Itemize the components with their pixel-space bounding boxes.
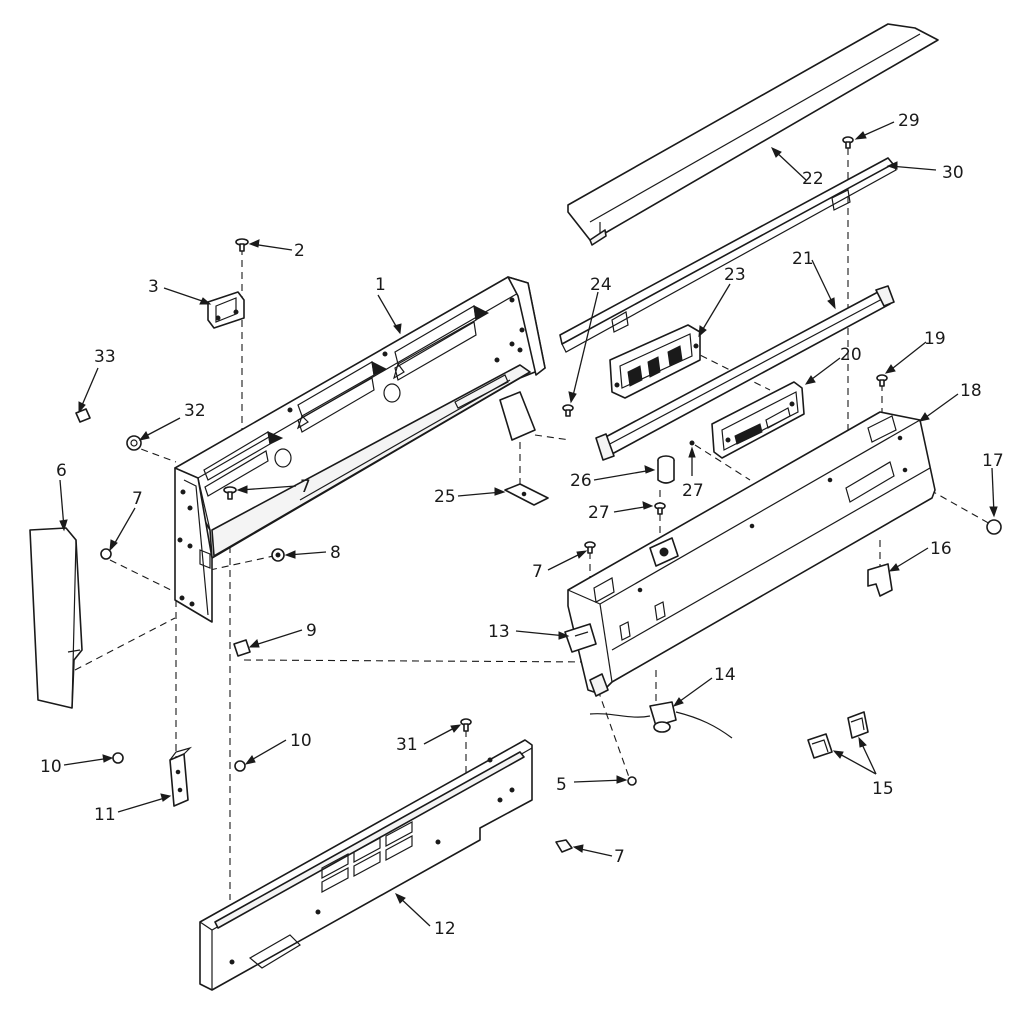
switches-part-15	[807, 711, 869, 759]
callout-16: 16	[930, 539, 952, 559]
bracket-part-3	[207, 291, 245, 329]
fluorescent-tube-part-21	[595, 285, 895, 461]
assembly-line-grommet-32	[129, 444, 177, 463]
callout-labels: 1 2 3 5 6 7 7 7 7 8 9 10 10 11 12 13 14 …	[40, 111, 1004, 939]
assembly-line-clip-9	[243, 659, 599, 663]
assembly-line-board-23	[689, 349, 771, 391]
callout-7-center: 7	[300, 477, 311, 497]
assembly-line-nut-8	[209, 554, 279, 571]
callout-8: 8	[330, 543, 341, 563]
callout-11: 11	[94, 805, 116, 825]
callout-26: 26	[570, 471, 592, 491]
callout-17: 17	[982, 451, 1004, 471]
callout-7-right: 7	[532, 562, 543, 582]
circuit-board-part-23	[609, 324, 701, 399]
callout-31: 31	[396, 735, 418, 755]
callout-24: 24	[590, 275, 612, 295]
clip-part-16	[867, 563, 893, 597]
assembly-line-knob-17	[929, 489, 993, 526]
assembly-line-screw-7-left	[109, 559, 176, 593]
leader-lines	[59, 121, 998, 927]
callout-13: 13	[488, 622, 510, 642]
callout-9: 9	[306, 621, 317, 641]
bracket-part-11	[169, 746, 193, 807]
callout-19: 19	[924, 329, 946, 349]
callout-15: 15	[872, 779, 894, 799]
bracket-part-25	[504, 483, 549, 506]
callout-5: 5	[556, 775, 567, 795]
callout-27-right: 27	[682, 481, 704, 501]
assembly-line-screw-5	[597, 689, 631, 781]
assembly-line-screw-24	[534, 434, 571, 441]
callout-14: 14	[714, 665, 736, 685]
callout-32: 32	[184, 401, 206, 421]
callout-3: 3	[148, 277, 159, 297]
callout-27-left: 27	[588, 503, 610, 523]
callout-29: 29	[898, 111, 920, 131]
lamp-part-26	[657, 455, 675, 484]
control-panel-part-18	[567, 411, 936, 697]
callout-20: 20	[840, 345, 862, 365]
end-cap-part-6	[29, 527, 83, 709]
lower-panel-part-12	[199, 739, 533, 991]
assembly-line-endcap-6	[74, 617, 176, 671]
callout-6: 6	[56, 461, 67, 481]
callout-23: 23	[724, 265, 746, 285]
callout-30: 30	[942, 163, 964, 183]
callout-21: 21	[792, 249, 814, 269]
callout-22: 22	[802, 169, 824, 189]
callout-1: 1	[375, 275, 386, 295]
callout-7-left: 7	[132, 489, 143, 509]
lamp-socket-part-14	[589, 701, 733, 739]
hardware	[75, 136, 1002, 853]
callout-10-right: 10	[290, 731, 312, 751]
callout-10-left: 10	[40, 757, 62, 777]
callout-12: 12	[434, 919, 456, 939]
callout-25: 25	[434, 487, 456, 507]
top-trim-part-22	[567, 23, 939, 246]
callout-33: 33	[94, 347, 116, 367]
callout-7-bottom: 7	[614, 847, 625, 867]
callout-18: 18	[960, 381, 982, 401]
callout-2: 2	[294, 241, 305, 261]
assembly-line-screw-27	[694, 444, 751, 481]
hinge-part-13	[564, 623, 597, 653]
switch-panel-part-20	[711, 381, 805, 459]
